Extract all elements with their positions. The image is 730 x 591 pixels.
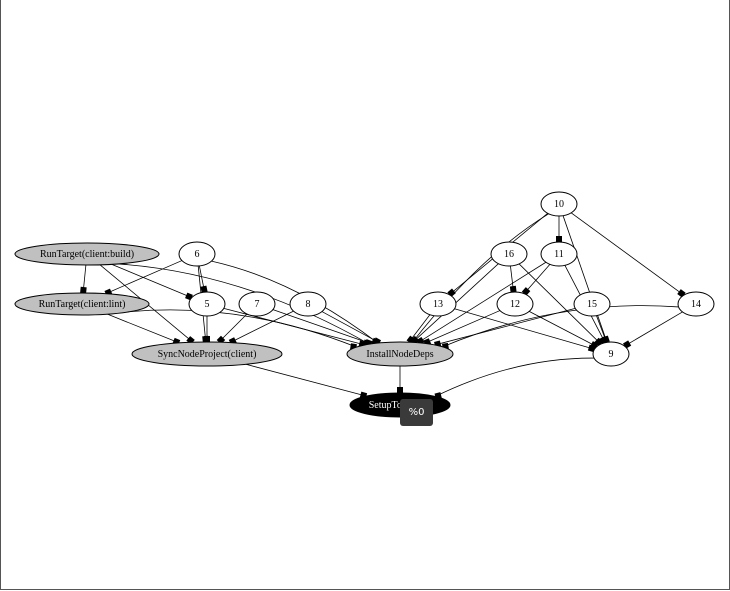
edge-run_lint-to-install: [130, 309, 357, 348]
edge-n14-to-n9: [624, 311, 683, 347]
edge-run_build-to-install: [118, 263, 370, 345]
edge-n10-to-install: [412, 213, 549, 343]
node-n6[interactable]: 6: [178, 241, 216, 267]
edge-n7-to-sync: [218, 313, 248, 343]
node-n10-label: 10: [554, 199, 564, 210]
node-sync-label: SyncNodeProject(client): [158, 349, 257, 360]
edge-n7-to-install: [272, 309, 372, 345]
node-n13[interactable]: 13: [419, 291, 457, 317]
node-n16-shape: [490, 241, 528, 267]
node-n9[interactable]: 9: [592, 341, 630, 367]
arrowhead-install-to-setup: [397, 387, 403, 393]
node-n11-label: 11: [554, 249, 564, 260]
node-n13-label: 13: [433, 299, 443, 310]
node-run_lint-label: RunTarget(client:lint): [39, 299, 126, 310]
edges-layer: [80, 212, 686, 400]
edge-n10-to-n9: [562, 215, 608, 343]
node-tooltip: %0: [400, 399, 433, 426]
arrowhead-run_build-to-run_lint: [80, 286, 87, 294]
node-install[interactable]: InstallNodeDeps: [346, 341, 454, 367]
edge-sync-to-setup: [245, 363, 367, 397]
node-n8-label: 8: [306, 299, 311, 310]
node-install-shape: [346, 341, 454, 367]
arrowhead-n6-to-n5: [200, 285, 208, 293]
edge-n6-to-run_lint: [105, 260, 183, 295]
arrowhead-n16-to-n12: [509, 285, 517, 293]
node-n5-shape: [188, 291, 226, 317]
node-n7[interactable]: 7: [238, 291, 276, 317]
node-n7-shape: [238, 291, 276, 317]
edge-n16-to-n9: [518, 263, 602, 345]
node-n12-label: 12: [510, 299, 520, 310]
edge-n10-to-n14: [570, 212, 685, 296]
node-n6-label: 6: [195, 249, 200, 260]
node-n6-shape: [178, 241, 216, 267]
node-run_lint[interactable]: RunTarget(client:lint): [14, 292, 150, 316]
node-sync-shape: [131, 341, 283, 367]
arrowhead-n10-to-n11: [556, 236, 562, 242]
node-n14-shape: [677, 291, 715, 317]
edge-run_lint-to-sync: [107, 313, 180, 344]
edge-n13-to-n9: [454, 308, 595, 350]
node-n9-shape: [592, 341, 630, 367]
node-n14-label: 14: [691, 299, 701, 310]
node-n8-shape: [289, 291, 327, 317]
edge-n5-to-install: [223, 307, 366, 346]
node-n11-shape: [540, 241, 578, 267]
edge-n6-to-install: [211, 260, 379, 344]
edge-n14-to-install: [442, 305, 679, 348]
node-n5[interactable]: 5: [188, 291, 226, 317]
node-run_build-label: RunTarget(client:build): [40, 249, 134, 260]
node-n11[interactable]: 11: [540, 241, 578, 267]
node-n10-shape: [540, 191, 578, 217]
edge-n8-to-install: [321, 311, 380, 344]
node-n8[interactable]: 8: [289, 291, 327, 317]
node-n10[interactable]: 10: [540, 191, 578, 217]
edge-n11-to-install: [417, 261, 547, 344]
edge-n12-to-install: [424, 310, 501, 344]
node-run_lint-shape: [14, 292, 150, 316]
edge-run_build-to-n5: [111, 263, 192, 299]
node-n14[interactable]: 14: [677, 291, 715, 317]
node-n12[interactable]: 12: [496, 291, 534, 317]
node-run_build-shape: [14, 242, 160, 266]
node-n12-shape: [496, 291, 534, 317]
node-n7-label: 7: [255, 299, 260, 310]
node-n15-shape: [573, 291, 611, 317]
node-n13-shape: [419, 291, 457, 317]
node-n16[interactable]: 16: [490, 241, 528, 267]
node-n15[interactable]: 15: [573, 291, 611, 317]
node-sync[interactable]: SyncNodeProject(client): [131, 341, 283, 367]
node-n15-label: 15: [587, 299, 597, 310]
node-n16-label: 16: [504, 249, 514, 260]
edge-n8-to-sync: [229, 310, 294, 343]
node-run_build[interactable]: RunTarget(client:build): [14, 242, 160, 266]
nodes-layer: RunTarget(client:build) RunTarget(client:…: [14, 191, 715, 418]
node-install-label: InstallNodeDeps: [366, 349, 433, 360]
arrowhead-n5-to-sync: [204, 336, 210, 342]
arrowhead-n15-to-n9: [601, 335, 610, 344]
node-n9-label: 9: [609, 349, 614, 360]
edge-n11-to-n12: [523, 264, 551, 294]
node-n5-label: 5: [205, 299, 210, 310]
edge-n9-to-setup: [435, 357, 595, 397]
